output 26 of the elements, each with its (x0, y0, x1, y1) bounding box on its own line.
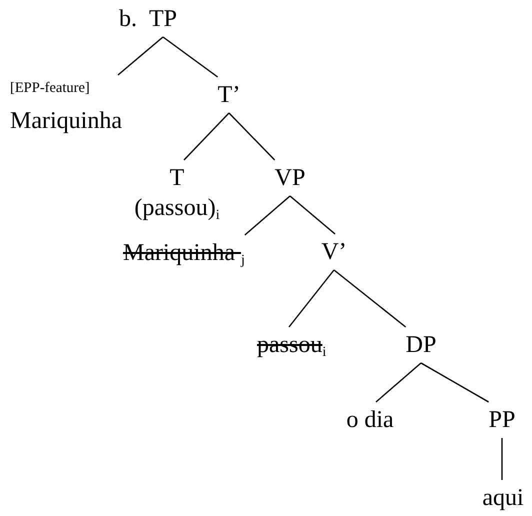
word-label: (passou)$_{i}$ (134, 194, 220, 225)
word-label: DP (406, 331, 436, 360)
word-label: V’ (321, 238, 347, 267)
tree-branch (244, 196, 290, 236)
word-label: Mariquinha (10, 107, 122, 136)
tree-branch (420, 362, 489, 403)
trace-label: Mariquinha $_{j}$ (123, 239, 245, 270)
tree-branch (288, 270, 334, 328)
trace-label: passou$_{i}$ (257, 331, 326, 362)
tree-branch (376, 362, 422, 402)
category-label: T (170, 164, 184, 193)
example-label: b. (118, 5, 137, 34)
word-label: TP (148, 5, 177, 34)
tree-branch (228, 112, 276, 160)
tree-branch (334, 270, 406, 328)
tree-branch (118, 36, 164, 76)
tree-branch (290, 196, 336, 234)
tree-branch (501, 438, 503, 480)
word-label: PP (488, 406, 516, 435)
word-label: VP (274, 164, 306, 193)
tree-branch (162, 36, 218, 78)
word-label: aqui (482, 484, 524, 513)
word-label: [EPP-feature] (10, 79, 90, 98)
word-label: o dia (346, 406, 394, 435)
tree-branch (184, 112, 230, 160)
word-label: T’ (218, 81, 240, 110)
